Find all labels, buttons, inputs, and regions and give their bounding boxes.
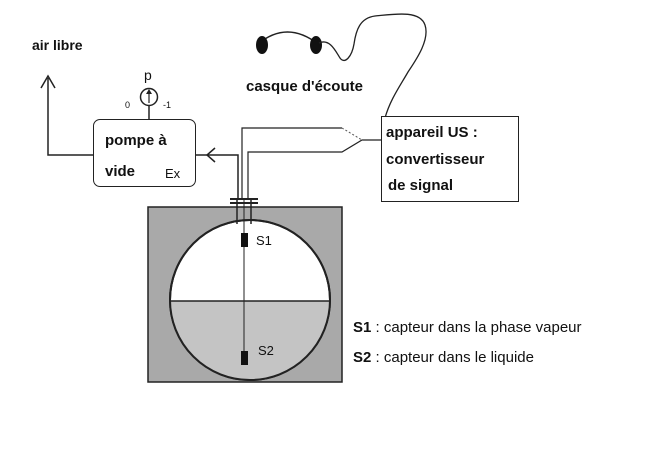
sensor-s1 (241, 233, 248, 247)
sensor-s2-label: S2 (258, 343, 274, 358)
vacuum-line (196, 154, 239, 199)
sensor-s2 (241, 351, 248, 365)
vacuum-pump-box (93, 119, 196, 187)
headphone-cable (318, 13, 427, 119)
device-label-line1: appareil US : (386, 124, 478, 141)
legend-item-s1: S1 : capteur dans la phase vapeur (353, 320, 582, 335)
legend-text-s1: : capteur dans la phase vapeur (371, 319, 582, 336)
gauge-min-label: 0 (125, 100, 131, 110)
air-libre-label: air libre (32, 37, 83, 53)
legend-item-s2: S2 : capteur dans le liquide (353, 350, 534, 365)
headphones-label: casque d'écoute (246, 78, 363, 95)
exhaust-arrow (40, 74, 56, 89)
pump-label-line2: vide (105, 163, 136, 180)
gauge-needle-tip (146, 89, 152, 94)
us-device-box (381, 116, 519, 202)
gauge-max-label: -1 (163, 100, 172, 110)
pump-label-line1: pompe à (105, 132, 167, 149)
headphone-left-icon (256, 36, 268, 54)
vacuum-arrow (205, 147, 216, 163)
headphone-right-icon (310, 36, 322, 54)
legend-text-s2: : capteur dans le liquide (371, 349, 534, 366)
cable-upper-dashed (341, 127, 363, 141)
sensor-s1-label: S1 (256, 233, 272, 248)
exhaust-line (47, 78, 93, 156)
pressure-symbol: p (144, 67, 152, 83)
legend-key-s2: S2 (353, 349, 372, 366)
cable-lower (247, 139, 381, 199)
cable-upper (241, 127, 342, 199)
pump-ex-label: Ex (165, 166, 181, 181)
device-label-line2: convertisseur (386, 151, 485, 168)
legend-key-s1: S1 (353, 319, 372, 336)
device-label-line3: de signal (388, 177, 454, 194)
